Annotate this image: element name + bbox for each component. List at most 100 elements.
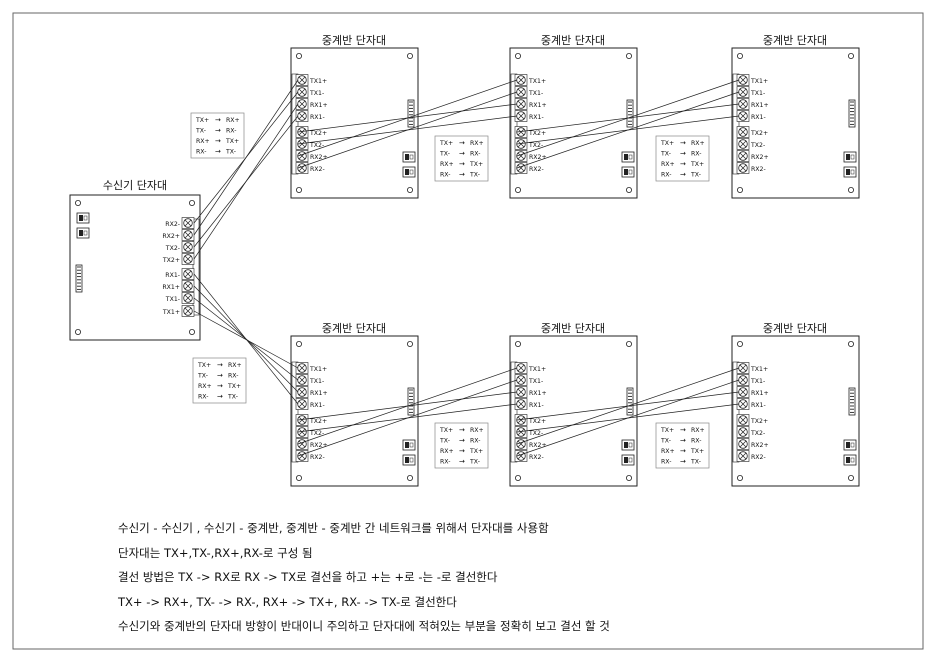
mount-hole-icon bbox=[406, 340, 413, 347]
mount-hole-icon bbox=[626, 340, 633, 347]
arrow-icon: → bbox=[217, 393, 223, 401]
repeater-title: 중계반 단자대 bbox=[322, 322, 386, 335]
legend-from: RX+ bbox=[661, 448, 675, 455]
repeater-title: 중계반 단자대 bbox=[541, 322, 605, 335]
mount-hole-icon bbox=[75, 199, 82, 206]
terminal-label: RX1- bbox=[751, 402, 766, 409]
mount-hole-icon bbox=[848, 186, 855, 193]
legend-to: TX- bbox=[690, 459, 701, 466]
legend-from: TX- bbox=[439, 151, 450, 158]
terminal-label: TX1- bbox=[750, 90, 765, 97]
terminal-label: RX1- bbox=[529, 402, 544, 409]
arrow-icon: → bbox=[680, 426, 686, 434]
terminal-label: RX2+ bbox=[751, 154, 769, 161]
terminal-label: TX1- bbox=[309, 378, 324, 385]
terminal-label: TX1- bbox=[750, 378, 765, 385]
legend-box bbox=[655, 135, 710, 182]
mount-hole-icon bbox=[295, 186, 302, 193]
legend-to: RX- bbox=[470, 151, 480, 158]
wire bbox=[516, 367, 740, 445]
terminal-label: TX2- bbox=[750, 142, 765, 149]
receiver-title: 수신기 단자대 bbox=[103, 179, 167, 192]
terminal-label: TX2- bbox=[528, 430, 543, 437]
legend-from: RX- bbox=[661, 172, 671, 179]
terminal-strip bbox=[192, 218, 200, 316]
arrow-icon: → bbox=[459, 458, 465, 466]
mount-hole-icon bbox=[848, 474, 855, 481]
outer-frame bbox=[12, 12, 924, 650]
legend-from: TX- bbox=[197, 373, 208, 380]
legend-to: RX- bbox=[691, 151, 701, 158]
legend-box bbox=[434, 135, 489, 182]
terminal-label: RX2- bbox=[751, 166, 766, 173]
legend-to: RX+ bbox=[226, 117, 240, 124]
terminal-label: RX2+ bbox=[162, 233, 180, 240]
legend-to: TX- bbox=[690, 172, 701, 179]
legend-to: RX+ bbox=[228, 362, 242, 369]
legend-from: RX- bbox=[440, 459, 450, 466]
arrow-icon: → bbox=[215, 116, 221, 124]
note-line-5: 수신기와 중계반의 단자대 방향이 반대이니 주의하고 단자대에 적혀있는 부분… bbox=[118, 619, 610, 633]
terminal-label: TX1+ bbox=[528, 366, 546, 373]
terminal-label: TX1- bbox=[309, 90, 324, 97]
arrow-icon: → bbox=[680, 458, 686, 466]
terminal-label: TX2- bbox=[309, 142, 324, 149]
wire bbox=[516, 91, 740, 169]
terminal-label: RX1+ bbox=[751, 102, 769, 109]
mount-hole-icon bbox=[737, 474, 744, 481]
legend-from: TX- bbox=[195, 128, 206, 135]
terminal-label: RX1- bbox=[529, 114, 544, 121]
legend-to: TX+ bbox=[225, 138, 239, 145]
mount-hole-icon bbox=[626, 474, 633, 481]
terminal-strip bbox=[732, 73, 740, 175]
terminal-label: TX1- bbox=[528, 90, 543, 97]
terminal-label: TX2+ bbox=[162, 257, 180, 264]
terminal-label: RX1- bbox=[751, 114, 766, 121]
terminal-label: TX2- bbox=[165, 245, 180, 252]
legend-to: TX+ bbox=[469, 161, 483, 168]
arrow-icon: → bbox=[459, 447, 465, 455]
repeater-outline bbox=[731, 335, 860, 487]
wire bbox=[297, 91, 518, 169]
wire bbox=[193, 79, 299, 236]
arrow-icon: → bbox=[459, 150, 465, 158]
mount-hole-icon bbox=[515, 340, 522, 347]
repeater-title: 중계반 단자대 bbox=[763, 34, 827, 47]
header-connector bbox=[626, 99, 634, 128]
terminal-label: RX2+ bbox=[751, 442, 769, 449]
repeater-outline bbox=[731, 47, 860, 199]
legend-to: TX+ bbox=[469, 448, 483, 455]
legend-from: TX+ bbox=[660, 427, 674, 434]
repeater-outline bbox=[509, 335, 638, 487]
terminal-label: RX1+ bbox=[529, 390, 547, 397]
mount-hole-icon bbox=[737, 53, 744, 60]
wire bbox=[297, 379, 518, 457]
mount-hole-icon bbox=[406, 186, 413, 193]
terminal-label: RX2- bbox=[751, 454, 766, 461]
arrow-icon: → bbox=[459, 160, 465, 168]
terminal-label: RX1- bbox=[165, 272, 180, 279]
mount-hole-icon bbox=[406, 53, 413, 60]
arrow-icon: → bbox=[217, 382, 223, 390]
wiring-legend: TX+→RX+TX-→RX-RX+→TX+RX-→TX- bbox=[434, 422, 489, 469]
arrow-icon: → bbox=[459, 426, 465, 434]
legend-to: RX+ bbox=[470, 427, 484, 434]
legend-from: RX+ bbox=[440, 448, 454, 455]
terminal-label: TX2- bbox=[528, 142, 543, 149]
legend-from: TX+ bbox=[439, 140, 453, 147]
terminal-label: RX2- bbox=[310, 454, 325, 461]
legend-from: TX+ bbox=[195, 117, 209, 124]
terminal-label: TX2+ bbox=[750, 130, 768, 137]
terminal-label: RX2- bbox=[529, 454, 544, 461]
terminal-label: TX1- bbox=[165, 296, 180, 303]
legend-to: RX- bbox=[470, 438, 480, 445]
arrow-icon: → bbox=[215, 137, 221, 145]
legend-to: TX- bbox=[227, 394, 238, 401]
legend-to: TX- bbox=[225, 149, 236, 156]
repeater-title: 중계반 단자대 bbox=[541, 34, 605, 47]
arrow-icon: → bbox=[680, 139, 686, 147]
